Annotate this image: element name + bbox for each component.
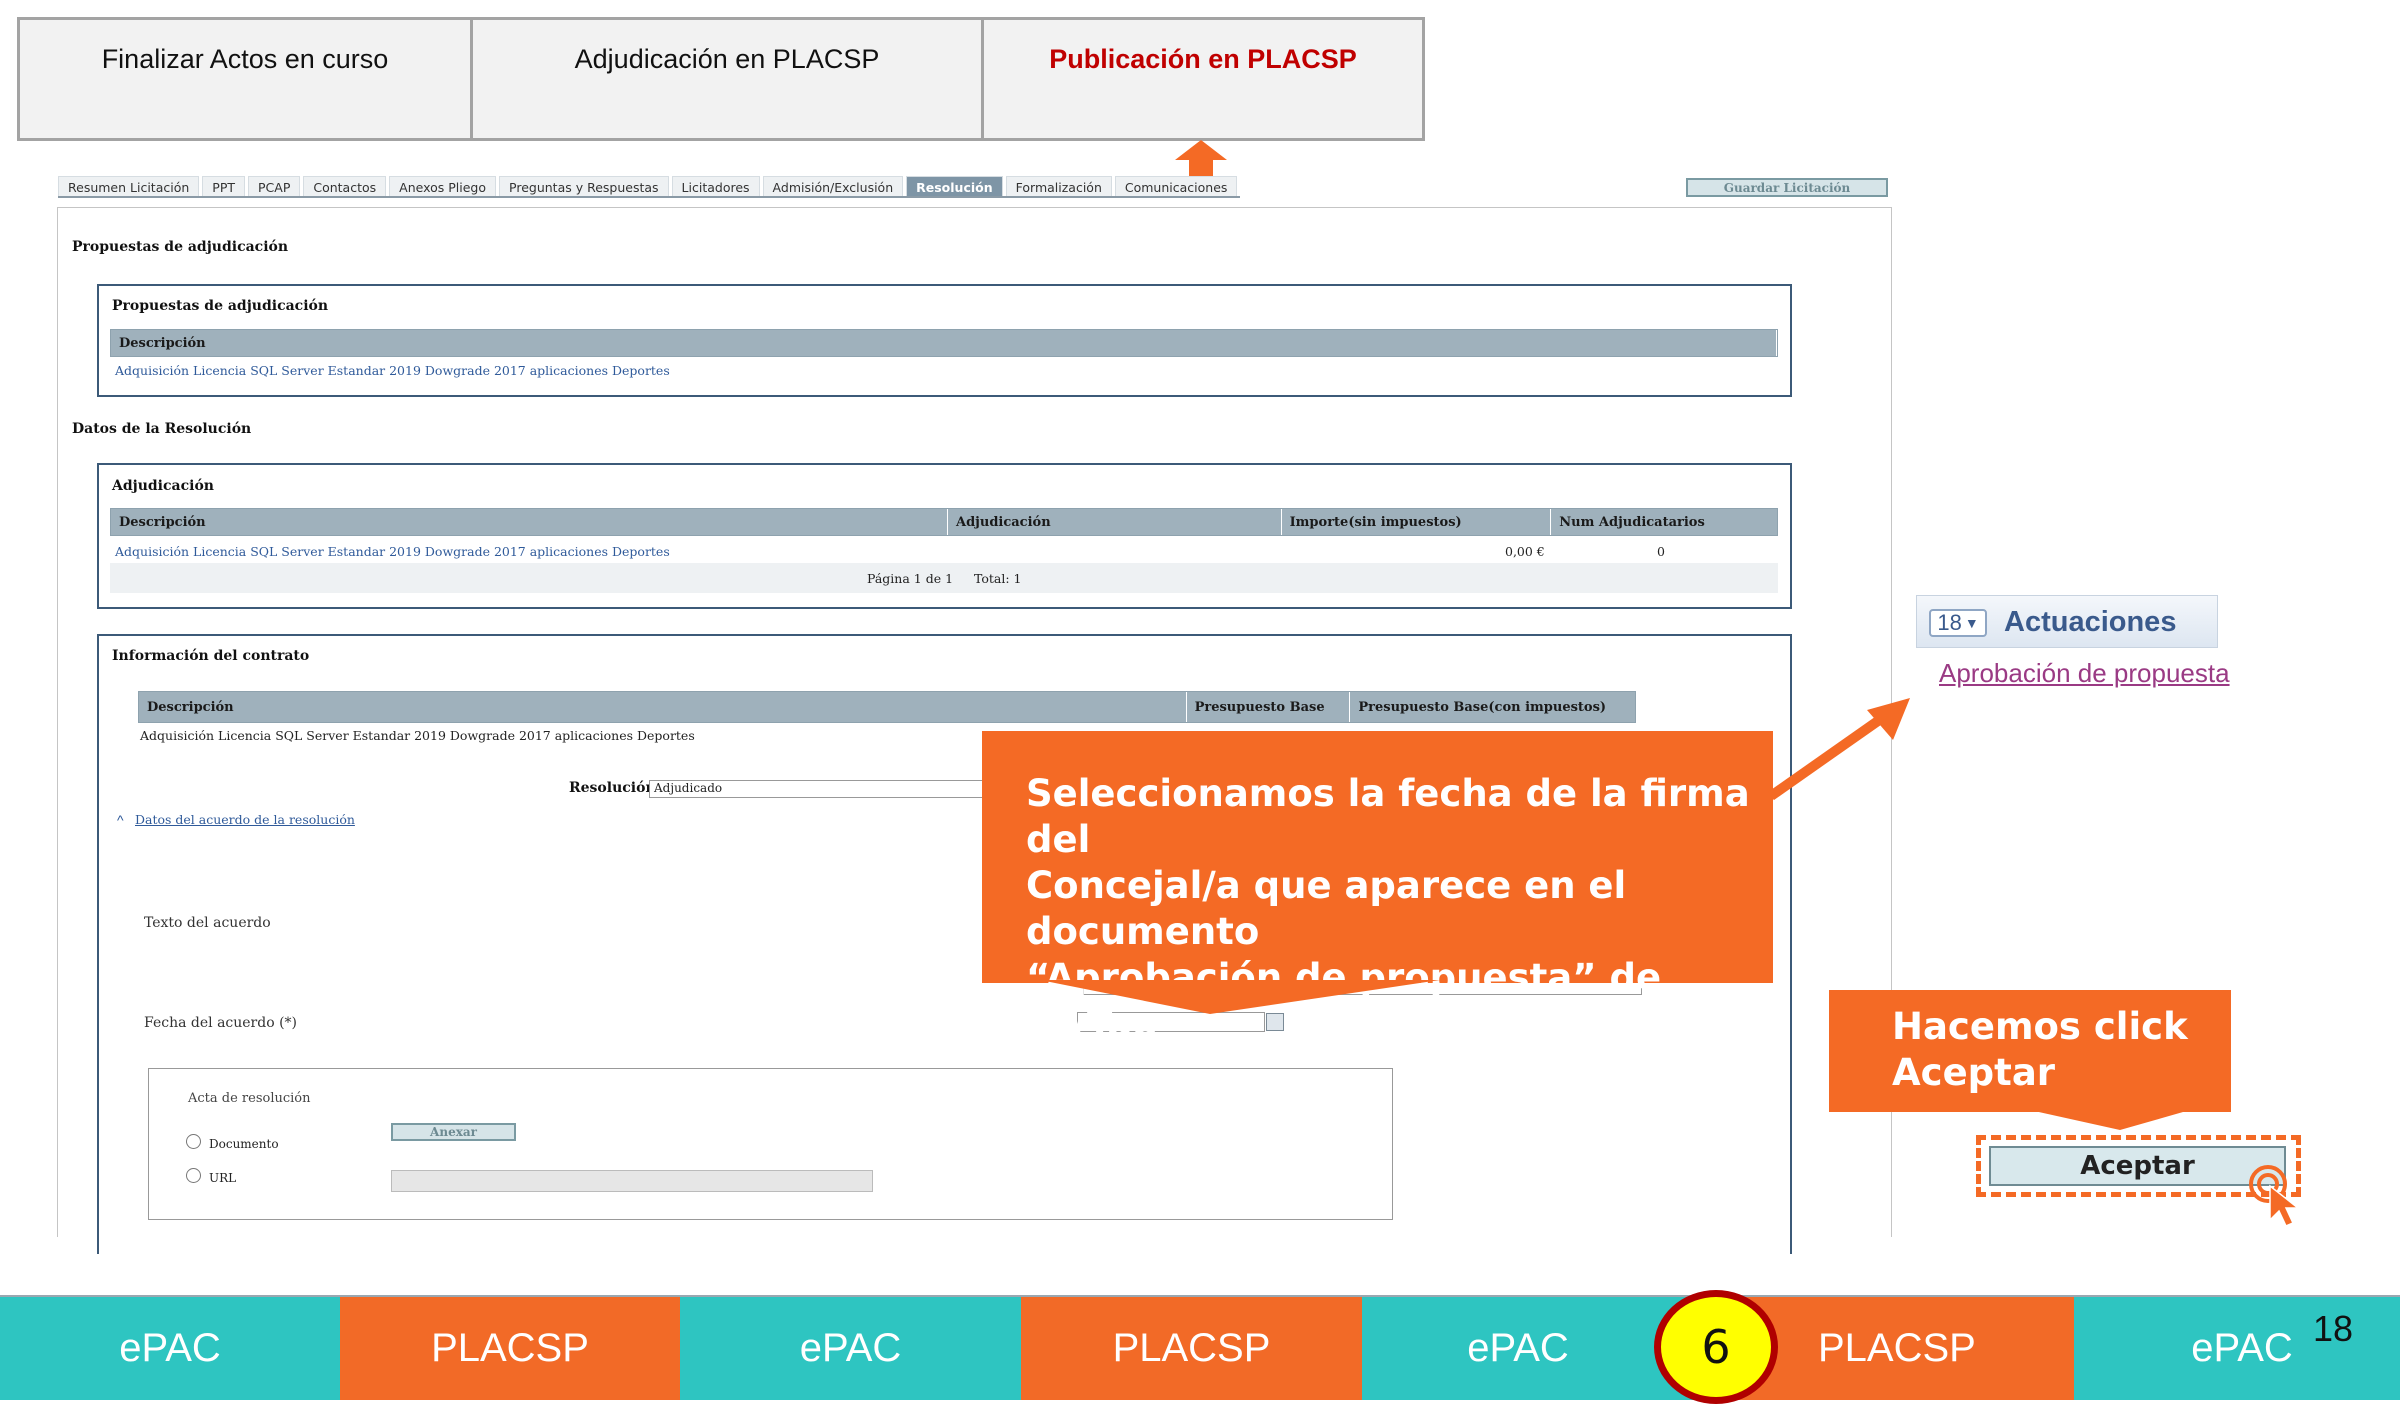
callout-pointer [1040, 980, 1440, 1014]
num-adjudicatarios-value: 0 [1657, 544, 1665, 559]
dropdown-caret-icon: ▼ [1964, 615, 1979, 631]
resolucion-select[interactable]: Adjudicado [649, 780, 989, 798]
contrato-row-descripcion: Adquisición Licencia SQL Server Estandar… [140, 728, 695, 743]
tab-comunicaciones[interactable]: Comunicaciones [1114, 176, 1238, 196]
step-adjudicacion: Adjudicación en PLACSP [470, 17, 984, 141]
pagination-text: Página 1 de 1 [867, 571, 954, 586]
guardar-licitacion-button[interactable]: Guardar Licitación [1686, 178, 1888, 197]
callout-line: Aceptar [1892, 1051, 2056, 1094]
fecha-acuerdo-input[interactable] [1077, 1012, 1265, 1032]
tab-pcap[interactable]: PCAP [248, 176, 301, 196]
aceptar-button[interactable]: Aceptar [1989, 1146, 2286, 1186]
bottom-step-epac: ePAC [2074, 1297, 2400, 1400]
chevron-up-icon[interactable]: ^ [117, 812, 124, 828]
section-title-propuestas: Propuestas de adjudicación [72, 239, 289, 255]
tab-anexos-pliego[interactable]: Anexos Pliego [389, 176, 497, 196]
propuestas-box [97, 284, 1792, 397]
tab-formalizacion[interactable]: Formalización [1005, 176, 1112, 196]
bottom-step-placsp: PLACSP [340, 1297, 680, 1400]
callout-line: Seleccionamos la fecha de la firma del [1026, 772, 1750, 861]
tab-contactos[interactable]: Contactos [303, 176, 387, 196]
aprobacion-propuesta-link[interactable]: Aprobación de propuesta [1939, 658, 2230, 688]
importe-value: 0,00 € [1505, 544, 1545, 559]
radio-url[interactable] [186, 1168, 201, 1183]
acta-resolucion-box [148, 1068, 1393, 1220]
count-value: 18 [1937, 610, 1962, 635]
cursor-click-icon [2249, 1165, 2301, 1227]
tab-preguntas-respuestas[interactable]: Preguntas y Respuestas [499, 176, 669, 196]
page-number: 18 [2313, 1308, 2354, 1349]
total-text: Total: 1 [974, 571, 1022, 586]
col-presupuesto-base: Presupuesto Base [1187, 692, 1351, 722]
tab-admision-exclusion[interactable]: Admisión/Exclusión [762, 176, 904, 196]
contrato-box [97, 634, 1792, 1254]
col-importe: Importe(sin impuestos) [1282, 509, 1552, 535]
col-descripcion: Descripción [139, 692, 1187, 722]
calendar-icon[interactable] [1266, 1013, 1284, 1031]
count-dropdown[interactable]: 18▼ [1929, 609, 1987, 637]
propuestas-box-title: Propuestas de adjudicación [112, 298, 329, 314]
bottom-divider [0, 1295, 2400, 1298]
col-descripcion: Descripción [111, 509, 948, 535]
step-number-badge: 6 [1654, 1290, 1778, 1404]
radio-documento[interactable] [186, 1134, 201, 1149]
step-finalizar-actos: Finalizar Actos en curso [17, 17, 473, 141]
callout-fecha-firma: Seleccionamos la fecha de la firma del C… [982, 731, 1773, 1045]
propuestas-table-header: Descripción [110, 329, 1778, 357]
tab-licitadores[interactable]: Licitadores [671, 176, 760, 196]
step-label: Publicación en PLACSP [1049, 44, 1357, 74]
tab-ppt[interactable]: PPT [202, 176, 245, 196]
bottom-step-epac: ePAC [0, 1297, 340, 1400]
anexar-button[interactable]: Anexar [391, 1123, 516, 1141]
tab-resolucion[interactable]: Resolución [906, 176, 1003, 196]
tab-resumen-licitacion[interactable]: Resumen Licitación [58, 176, 200, 196]
col-presupuesto-base-impuestos: Presupuesto Base(con impuestos) [1358, 699, 1607, 715]
up-arrow-icon [1175, 140, 1227, 176]
bottom-step-placsp: PLACSP [1021, 1297, 1362, 1400]
texto-acuerdo-label: Texto del acuerdo [144, 915, 271, 931]
resolucion-label: Resolución [569, 780, 656, 796]
section-title-resolucion: Datos de la Resolución [72, 421, 252, 437]
step-label: Adjudicación en PLACSP [574, 44, 880, 74]
callout-line: “Aprobación de propuesta” de MyTao [1026, 956, 1662, 1045]
radio-documento-label: Documento [209, 1137, 279, 1151]
adjudicacion-table-header: Descripción Adjudicación Importe(sin imp… [110, 508, 1778, 536]
adjudicacion-row-link[interactable]: Adquisición Licencia SQL Server Estandar… [115, 544, 670, 559]
fecha-acuerdo-label: Fecha del acuerdo (*) [144, 1015, 298, 1031]
col-num-adjudicatarios: Num Adjudicatarios [1559, 514, 1705, 530]
callout-click-pointer [2030, 1110, 2190, 1130]
propuesta-link[interactable]: Adquisición Licencia SQL Server Estandar… [115, 363, 670, 378]
step-label: Finalizar Actos en curso [101, 44, 389, 74]
mytao-actuaciones-header: 18▼ Actuaciones [1916, 595, 2218, 648]
arrow-to-mytao-icon [1768, 698, 1910, 801]
col-descripcion: Descripción [111, 330, 1777, 356]
callout-line: Concejal/a que aparece en el documento [1026, 864, 1627, 953]
acta-resolucion-title: Acta de resolución [188, 1091, 311, 1106]
callout-click-aceptar: Hacemos click Aceptar [1829, 990, 2231, 1112]
portal-tabs: Resumen Licitación PPT PCAP Contactos An… [58, 176, 1241, 198]
contrato-table-header: Descripción Presupuesto Base Presupuesto… [138, 691, 1636, 723]
radio-url-label: URL [209, 1171, 237, 1185]
pagination-bar: Página 1 de 1 Total: 1 [110, 563, 1778, 593]
callout-line: Hacemos click [1892, 1005, 2188, 1048]
bottom-step-epac: ePAC [680, 1297, 1021, 1400]
col-adjudicacion: Adjudicación [948, 509, 1282, 535]
adjudicacion-box-title: Adjudicación [112, 478, 214, 494]
aceptar-highlight [1976, 1135, 2301, 1197]
datos-acuerdo-toggle[interactable]: Datos del acuerdo de la resolución [135, 812, 355, 827]
step-publicacion: Publicación en PLACSP [981, 17, 1425, 141]
contrato-box-title: Información del contrato [112, 648, 310, 664]
actuaciones-title: Actuaciones [2004, 606, 2177, 638]
url-input[interactable] [391, 1170, 873, 1192]
adjudicacion-box [97, 463, 1792, 609]
